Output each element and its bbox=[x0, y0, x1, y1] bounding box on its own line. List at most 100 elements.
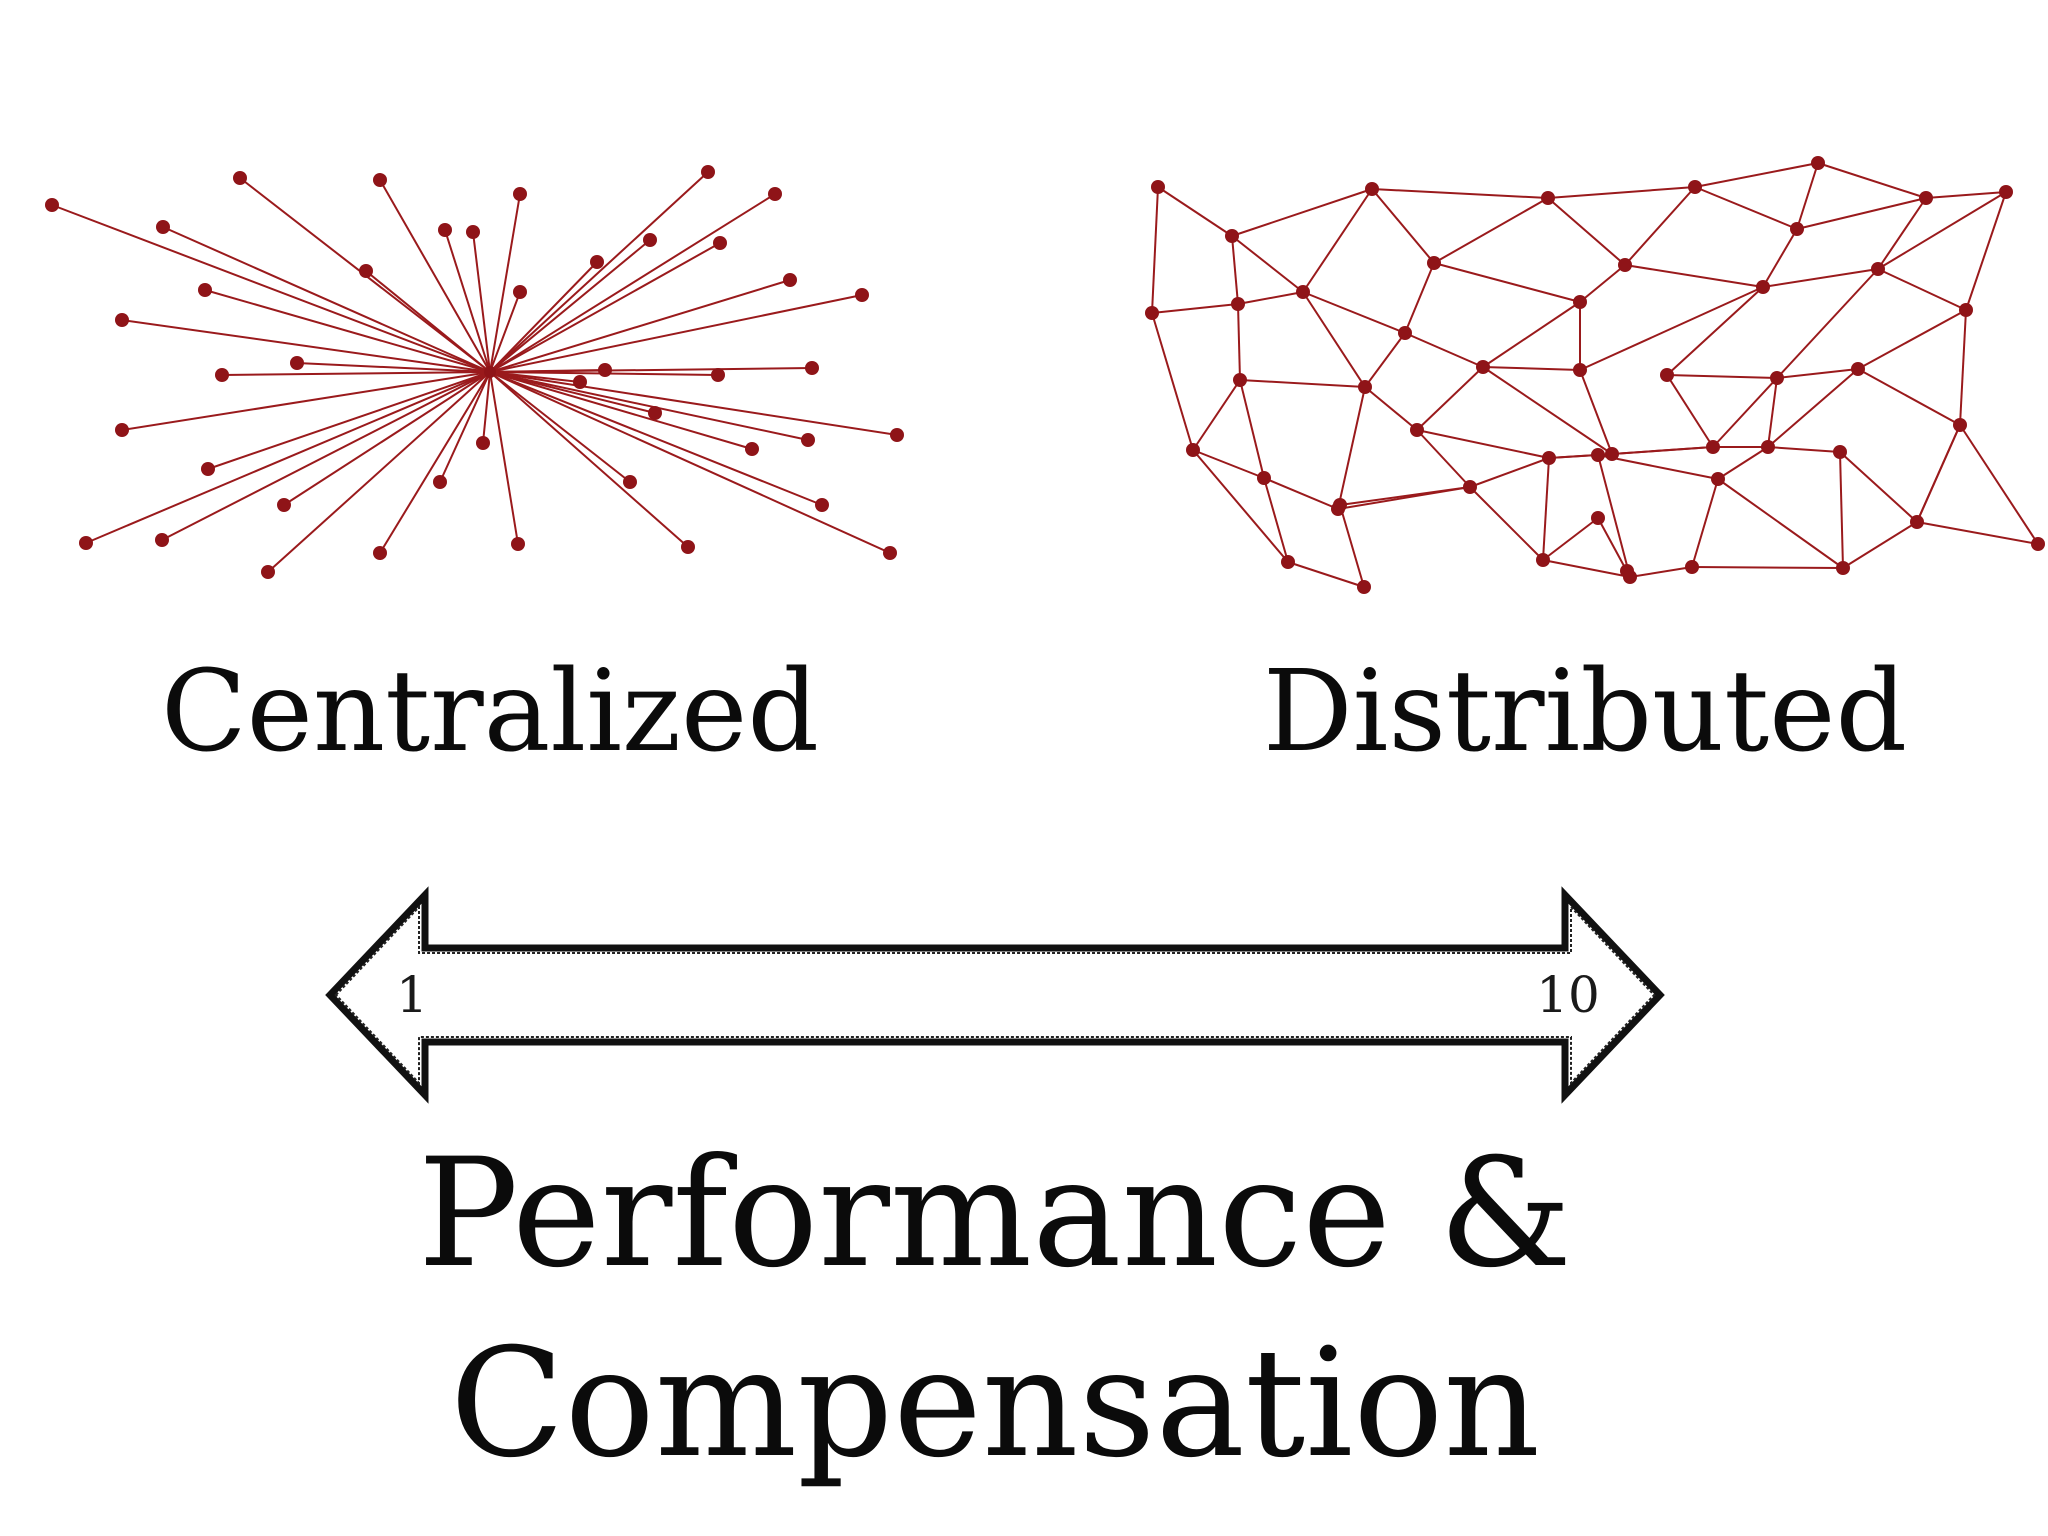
distributed-edge bbox=[1339, 504, 1365, 588]
centralized-node bbox=[783, 273, 797, 287]
distributed-edge bbox=[1542, 457, 1550, 561]
centralized-edge bbox=[444, 229, 491, 373]
distributed-node bbox=[1660, 368, 1674, 382]
centralized-node bbox=[359, 264, 373, 278]
distributed-node bbox=[1591, 511, 1605, 525]
distributed-edge bbox=[1597, 454, 1631, 578]
centralized-node bbox=[277, 498, 291, 512]
distributed-edge bbox=[1547, 197, 1626, 266]
distributed-edge bbox=[1579, 369, 1613, 455]
distributed-edge bbox=[1231, 235, 1304, 293]
centralized-node bbox=[768, 187, 782, 201]
distributed-edge bbox=[1371, 188, 1549, 199]
distributed-node bbox=[1541, 191, 1555, 205]
distributed-node bbox=[1573, 295, 1587, 309]
distributed-edge bbox=[1231, 188, 1373, 237]
centralized-edge bbox=[489, 261, 598, 373]
centralized-edge bbox=[51, 204, 491, 373]
distributed-edge bbox=[1916, 521, 2039, 545]
centralized-node bbox=[623, 475, 637, 489]
distributed-edge bbox=[1263, 477, 1339, 510]
distributed-edge bbox=[1925, 191, 2007, 199]
centralized-edge bbox=[489, 371, 898, 436]
distributed-edge bbox=[1767, 368, 1859, 448]
distributed-edge bbox=[1796, 162, 1819, 230]
distributed-edge bbox=[1666, 374, 1714, 448]
centralized-node bbox=[438, 223, 452, 237]
centralized-edge bbox=[296, 362, 491, 373]
centralized-edge bbox=[85, 371, 491, 544]
distributed-node bbox=[1463, 480, 1477, 494]
distributed-edge bbox=[1839, 451, 1844, 569]
distributed-edge bbox=[1404, 262, 1435, 334]
centralized-edge bbox=[161, 371, 491, 541]
centralized-node bbox=[801, 433, 815, 447]
distributed-edge bbox=[1839, 451, 1918, 523]
distributed-edge bbox=[1237, 291, 1304, 305]
centralized-node bbox=[890, 428, 904, 442]
distributed-edge bbox=[1666, 374, 1778, 379]
centralized-edge bbox=[489, 193, 521, 373]
distributed-node bbox=[1257, 471, 1271, 485]
distributed-edge bbox=[1857, 309, 1967, 370]
centralized-node bbox=[815, 498, 829, 512]
distributed-node bbox=[1536, 553, 1550, 567]
centralized-network bbox=[45, 165, 904, 579]
centralized-node bbox=[713, 236, 727, 250]
distributed-node bbox=[1398, 326, 1412, 340]
distributed-node bbox=[1919, 191, 1933, 205]
distributed-network bbox=[1145, 156, 2045, 594]
distributed-edge bbox=[1842, 521, 1918, 569]
distributed-edge bbox=[1965, 191, 2007, 311]
distributed-node bbox=[1333, 498, 1347, 512]
centralized-label: Centralized bbox=[161, 647, 819, 777]
centralized-node bbox=[711, 368, 725, 382]
distributed-node bbox=[1685, 560, 1699, 574]
centralized-edge bbox=[489, 371, 823, 506]
centralized-node bbox=[433, 475, 447, 489]
distributed-edge bbox=[1694, 162, 1819, 188]
centralized-node bbox=[115, 423, 129, 437]
distributed-node bbox=[1620, 564, 1634, 578]
distributed-edge bbox=[1597, 454, 1719, 480]
distributed-edge bbox=[1433, 197, 1549, 264]
distributed-edge bbox=[1151, 186, 1159, 314]
distributed-edge bbox=[1717, 446, 1769, 480]
distributed-node bbox=[1357, 580, 1371, 594]
centralized-edge bbox=[489, 371, 809, 441]
distributed-edge bbox=[1624, 186, 1696, 266]
distributed-edge bbox=[1817, 162, 1927, 199]
distributed-edge bbox=[1877, 191, 2007, 270]
distributed-edge bbox=[1157, 186, 1233, 237]
distributed-edge bbox=[1302, 188, 1373, 293]
distributed-node bbox=[1605, 447, 1619, 461]
distributed-node bbox=[1145, 306, 1159, 320]
centralized-node bbox=[513, 285, 527, 299]
distributed-node bbox=[1790, 222, 1804, 236]
distributed-node bbox=[1225, 229, 1239, 243]
centralized-edge bbox=[221, 371, 491, 376]
centralized-edge bbox=[489, 369, 606, 373]
distributed-edge bbox=[1717, 478, 1844, 569]
distributed-node bbox=[1618, 258, 1632, 272]
centralized-edge bbox=[489, 291, 521, 373]
distributed-edge bbox=[1767, 446, 1841, 453]
distributed-edge bbox=[1877, 268, 1967, 311]
centralized-edge bbox=[379, 179, 491, 373]
centralized-edge bbox=[489, 279, 791, 373]
distributed-edge bbox=[1239, 379, 1366, 388]
centralized-node bbox=[156, 220, 170, 234]
centralized-edge bbox=[121, 371, 491, 431]
distributed-edge bbox=[1339, 486, 1471, 506]
distributed-edge bbox=[1364, 332, 1406, 388]
centralized-edge bbox=[489, 242, 721, 373]
distributed-edge bbox=[1857, 368, 1961, 426]
distributed-node bbox=[1833, 445, 1847, 459]
scale-max-label: 10 bbox=[1536, 966, 1600, 1024]
centralized-node bbox=[201, 462, 215, 476]
distributed-node bbox=[1910, 515, 1924, 529]
centralized-edge bbox=[489, 371, 631, 483]
distributed-edge bbox=[1666, 286, 1764, 376]
centralized-edge bbox=[365, 270, 491, 373]
distributed-edge bbox=[1469, 457, 1550, 488]
